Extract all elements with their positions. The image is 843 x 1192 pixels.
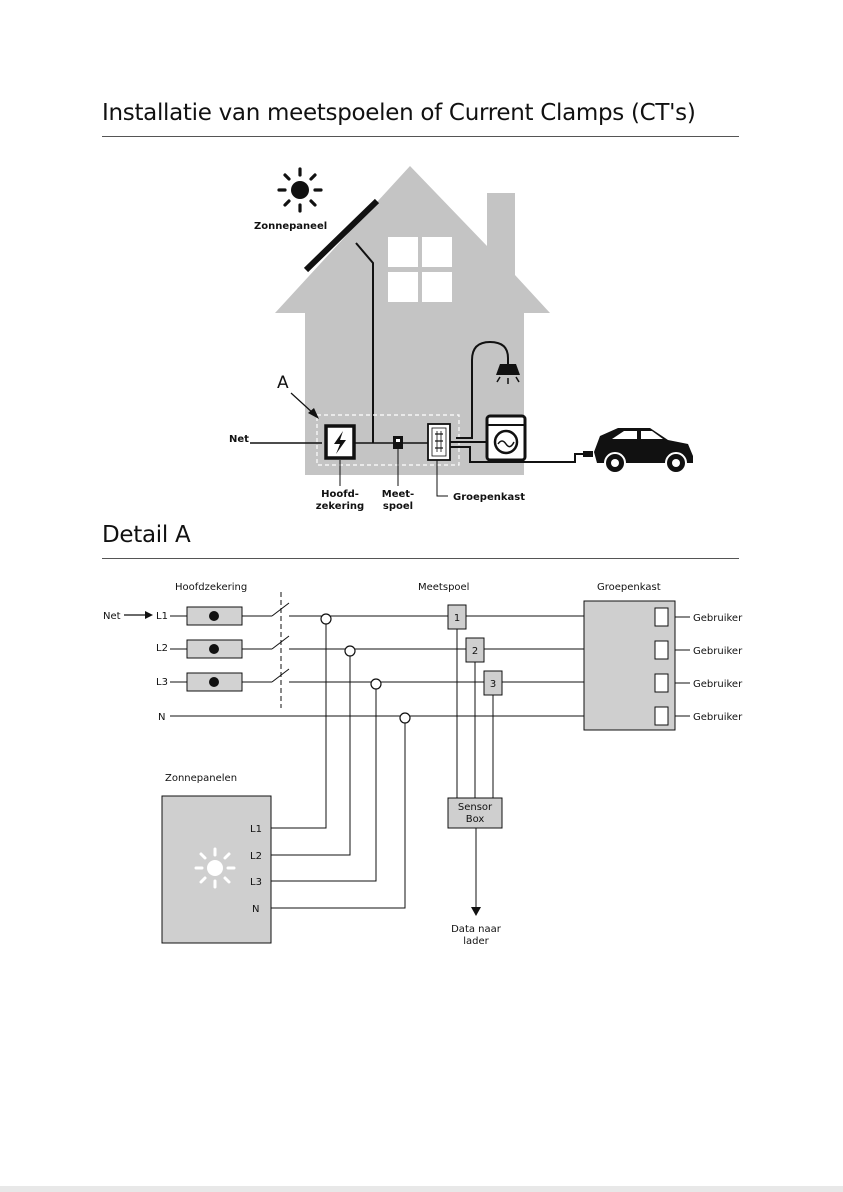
net-label: Net <box>229 434 249 445</box>
ct-number-1: 1 <box>454 613 460 624</box>
data-label-1: Data naar <box>451 924 502 935</box>
switch-blade-l2 <box>272 636 289 649</box>
ct-header: Meetspoel <box>418 582 469 593</box>
panel-label: Groepenkast <box>453 492 525 503</box>
solar-terminal-l3: L3 <box>250 877 262 888</box>
house-diagram: Zonnepaneel A Net <box>0 0 843 520</box>
solar-terminal-l2: L2 <box>250 851 262 862</box>
junction-l2 <box>345 646 355 656</box>
sensor-box-label-2: Box <box>466 814 485 825</box>
solar-panels-header: Zonnepanelen <box>165 773 237 784</box>
solar-wire-n <box>271 721 405 908</box>
user-label-1: Gebruiker <box>693 613 743 624</box>
breaker-1 <box>655 608 668 626</box>
marker-a-label: A <box>277 373 289 393</box>
fuse-l1 <box>187 607 242 625</box>
main-fuse-label-1: Hoofd- <box>321 489 359 500</box>
detail-title: Detail A <box>102 522 190 548</box>
sensor-box-label-1: Sensor <box>458 802 493 813</box>
distribution-board-icon <box>428 424 450 460</box>
solar-terminal-n: N <box>252 904 259 915</box>
phase-label-l3: L3 <box>156 677 168 688</box>
main-fuse-header: Hoofdzekering <box>175 582 247 593</box>
junction-l1 <box>321 614 331 624</box>
sensor-box <box>448 798 502 828</box>
breaker-2 <box>655 641 668 659</box>
solar-terminal-l1: L1 <box>250 824 262 835</box>
breaker-3 <box>655 674 668 692</box>
ct-1: 1 <box>448 605 466 629</box>
junction-n <box>400 713 410 723</box>
car-icon <box>583 428 693 473</box>
breaker-4 <box>655 707 668 725</box>
ct-3: 3 <box>484 671 502 695</box>
phase-label-l2: L2 <box>156 643 168 654</box>
sun-icon-white <box>196 849 234 887</box>
user-label-4: Gebruiker <box>693 712 743 723</box>
ct-2: 2 <box>466 638 484 662</box>
panel-header: Groepenkast <box>597 582 661 593</box>
solar-wire-l1 <box>271 621 326 828</box>
ct-number-3: 3 <box>490 679 496 690</box>
detail-net-label: Net <box>103 611 121 622</box>
detail-divider <box>102 558 739 559</box>
solar-panel-label: Zonnepaneel <box>254 221 327 232</box>
data-arrowhead <box>471 907 481 916</box>
ct-label-1: Meet- <box>382 489 414 500</box>
phase-label-n: N <box>158 712 165 723</box>
fuse-l3 <box>187 673 242 691</box>
ct-label-2: spoel <box>383 501 413 512</box>
solar-panels-box <box>162 796 271 943</box>
net-arrowhead <box>145 611 153 619</box>
phase-label-l1: L1 <box>156 611 168 622</box>
data-label-2: lader <box>463 936 489 947</box>
washing-machine-icon <box>487 416 525 460</box>
switch-blade-l1 <box>272 603 289 616</box>
fuse-l2 <box>187 640 242 658</box>
junction-l3 <box>371 679 381 689</box>
main-fuse-icon <box>326 426 354 458</box>
ct-icon <box>393 436 403 449</box>
main-fuse-label-2: zekering <box>316 501 364 512</box>
user-label-2: Gebruiker <box>693 646 743 657</box>
switch-blade-l3 <box>272 669 289 682</box>
user-label-3: Gebruiker <box>693 679 743 690</box>
solar-wire-l2 <box>271 654 350 855</box>
ct-number-2: 2 <box>472 646 478 657</box>
distribution-panel <box>584 601 675 730</box>
sun-icon <box>279 169 321 211</box>
solar-wire-l3 <box>271 687 376 881</box>
page-bottom-edge <box>0 1186 843 1192</box>
